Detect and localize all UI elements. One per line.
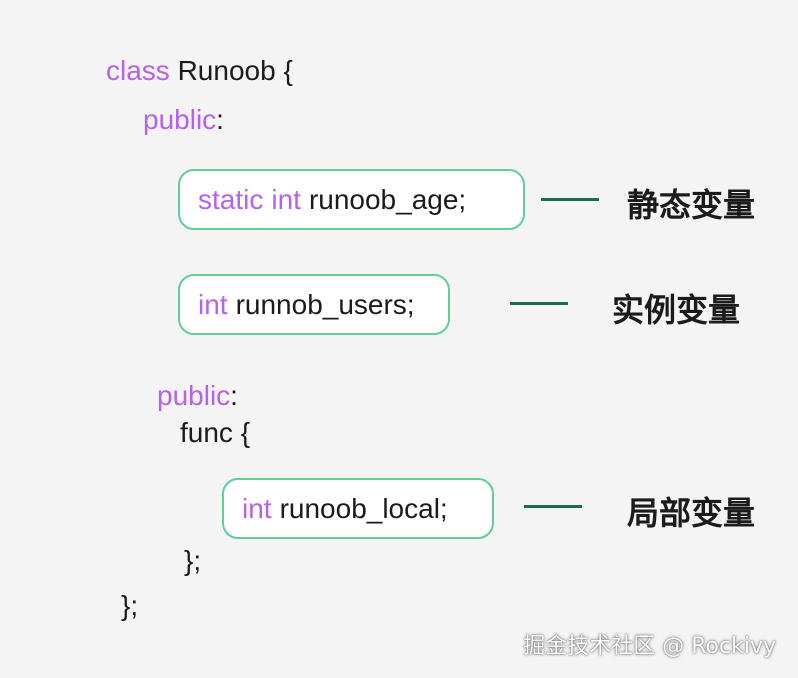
class-header: Runoob { (177, 55, 293, 86)
local-variable-box: int runoob_local; (222, 478, 494, 539)
func-declaration: func { (180, 417, 251, 448)
class-declaration: class Runoob { (106, 55, 293, 87)
instance-variable-box: int runnob_users; (178, 274, 450, 335)
local-connector-line (524, 505, 582, 508)
public-colon: : (216, 104, 224, 135)
static-variable-box: static int runoob_age; (178, 169, 525, 230)
static-connector-line (541, 198, 599, 201)
class-keyword: class (106, 55, 170, 86)
public-specifier-1: public: (143, 104, 224, 136)
class-close-brace: }; (121, 590, 139, 621)
instance-variable-name: runnob_users; (235, 288, 415, 320)
instance-connector-line (510, 302, 568, 305)
instance-variable-label: 实例变量 (612, 291, 741, 329)
func-close-brace: }; (184, 545, 202, 576)
public-colon: : (230, 380, 238, 411)
public-keyword: public (143, 104, 217, 135)
local-type: int (242, 492, 272, 524)
static-variable-name: runoob_age; (308, 183, 467, 215)
watermark-text: 掘金技术社区 @ Rockivy (523, 634, 776, 659)
static-type: int (271, 183, 301, 215)
local-variable-name: runoob_local; (279, 492, 448, 524)
public-keyword: public (157, 380, 231, 411)
static-variable-label: 静态变量 (627, 186, 756, 224)
static-keyword: static (198, 183, 264, 215)
public-specifier-2: public: (157, 380, 238, 412)
local-variable-label: 局部变量 (627, 494, 756, 532)
instance-type: int (198, 288, 228, 320)
